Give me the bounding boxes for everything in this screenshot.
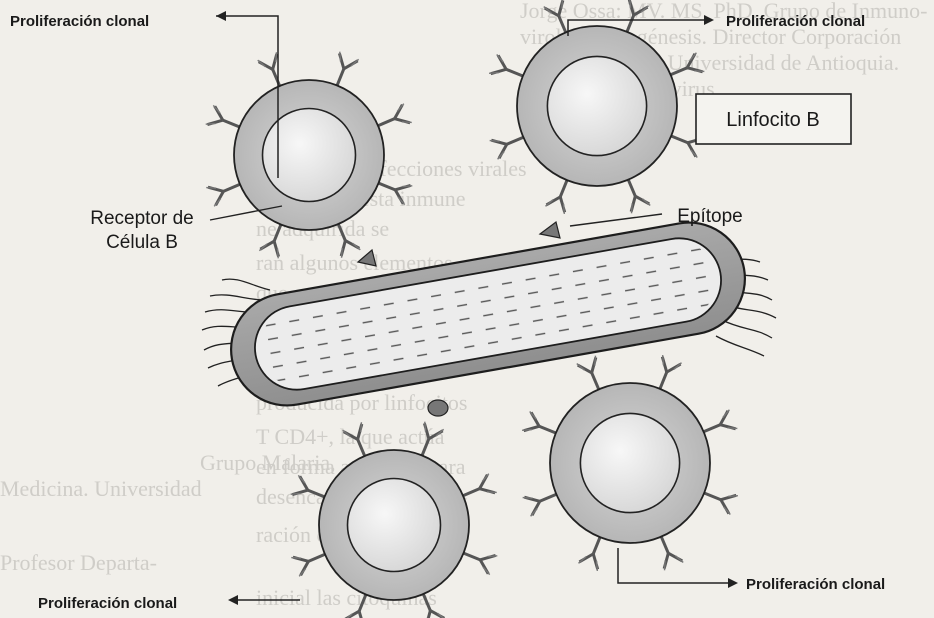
b-cell-receptor — [206, 105, 242, 127]
clonal-label-top-right: Proliferación clonal — [726, 13, 865, 30]
pathogen — [202, 214, 776, 416]
b-cell-nucleus — [580, 413, 679, 512]
b-cell-receptor — [291, 554, 327, 577]
b-cell-receptor — [489, 55, 525, 77]
linfocito-b-box: Linfocito B — [696, 94, 851, 144]
clonal-label-bottom-left: Proliferación clonal — [38, 595, 177, 612]
epitope-label: Epítope — [677, 206, 743, 227]
receptor-label-line2: Célula B — [106, 232, 178, 253]
b-cell-receptor — [546, 178, 568, 214]
b-cell-nucleus — [547, 56, 646, 155]
background-text-line: Medicina. Universidad — [0, 476, 202, 501]
b-cell-receptor — [523, 493, 559, 516]
epitope-pointer-line — [570, 214, 662, 226]
b-cell-receptor — [579, 535, 601, 571]
b-cell-receptor — [522, 412, 558, 434]
b-cell-receptor — [258, 52, 281, 88]
b-cell-receptor — [462, 552, 498, 574]
b-cell-receptor — [627, 178, 650, 214]
b-cell-receptor — [702, 492, 738, 514]
epitope-bump — [428, 400, 448, 416]
b-cell-receptor — [376, 104, 412, 127]
b-cell-receptor — [577, 356, 600, 392]
clonal-label-bottom-right: Proliferación clonal — [746, 576, 885, 593]
b-cell-receptor — [336, 52, 358, 88]
b-cell — [522, 355, 738, 571]
b-cell-receptor — [702, 410, 738, 433]
b-cell-nucleus — [263, 109, 356, 202]
b-cell-nucleus — [348, 479, 441, 572]
clonal-arrow-bottom-right: Proliferación clonal — [618, 548, 885, 593]
b-cell-receptor — [206, 184, 242, 207]
b-cell-receptor — [660, 535, 683, 571]
clonal-label-top-left: Proliferación clonal — [10, 13, 149, 30]
receptor-label-line1: Receptor de — [90, 208, 194, 229]
epitope-bump — [540, 222, 560, 238]
linfocito-b-label: Linfocito B — [726, 109, 819, 131]
b-cell-receptor — [659, 355, 681, 391]
background-text-line: Profesor Departa- — [0, 550, 157, 575]
background-text-line: Grupo Malaria, — [200, 450, 336, 475]
